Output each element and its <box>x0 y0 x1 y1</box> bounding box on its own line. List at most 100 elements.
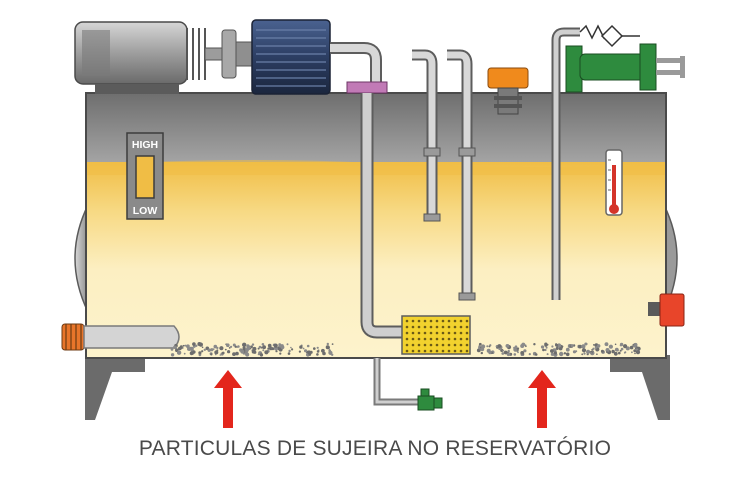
pump-icon <box>235 19 331 95</box>
strainer-hole <box>417 337 421 341</box>
dirt-particle <box>280 345 285 350</box>
dirt-particle <box>540 345 545 349</box>
dirt-particle <box>244 352 248 355</box>
dirt-particle <box>514 345 518 349</box>
dirt-particle <box>581 353 584 356</box>
dirt-particle <box>316 346 319 349</box>
strainer-hole <box>423 349 427 353</box>
return-pipe-2 <box>447 49 476 301</box>
strainer-hole <box>411 349 415 353</box>
suction-strainer <box>401 315 471 355</box>
dirt-particle <box>584 342 588 346</box>
dirt-particle <box>183 352 186 355</box>
strainer-hole <box>417 325 421 329</box>
dirt-particle <box>520 344 525 348</box>
dirt-particle <box>606 351 608 353</box>
dirt-particle <box>247 347 251 351</box>
dirt-particle <box>331 343 334 345</box>
dirt-particle <box>207 348 211 352</box>
dirt-particle <box>557 343 562 348</box>
strainer-hole <box>411 325 415 329</box>
dirt-particle <box>581 348 587 353</box>
dirt-particle <box>298 350 301 353</box>
dirt-particle <box>210 353 213 356</box>
strainer-hole <box>459 325 463 329</box>
dirt-particle <box>608 344 614 349</box>
dirt-particle <box>251 343 255 346</box>
dirt-particle <box>192 342 196 346</box>
dirt-particle <box>502 349 505 352</box>
dirt-particle <box>614 343 617 346</box>
dirt-particle <box>631 351 633 354</box>
strainer-hole <box>435 325 439 329</box>
dirt-particle <box>264 350 269 355</box>
heater-icon <box>61 323 180 351</box>
dirt-particle <box>503 350 508 355</box>
dirt-particle <box>257 347 260 350</box>
strainer-hole <box>435 319 439 323</box>
strainer-hole <box>441 349 445 353</box>
strainer-hole <box>435 349 439 353</box>
dirt-particle <box>216 346 219 350</box>
dirt-particle <box>575 350 578 353</box>
dirt-particle <box>308 353 312 356</box>
dirt-particle <box>170 348 174 351</box>
dirt-particle <box>505 344 510 348</box>
strainer-hole <box>447 337 451 341</box>
dirt-particle <box>481 344 486 349</box>
dirt-particle <box>184 344 187 347</box>
suction-pipe <box>330 42 404 339</box>
strainer-hole <box>453 331 457 335</box>
strainer-hole <box>405 337 409 341</box>
strainer-hole <box>459 337 463 341</box>
caption: PARTICULAS DE SUJEIRA NO RESERVATÓRIO <box>138 437 612 460</box>
dirt-particle <box>242 342 247 347</box>
dirt-particle <box>197 342 202 346</box>
dirt-particle <box>278 343 281 345</box>
dirt-particle <box>203 348 206 351</box>
dirt-particle <box>578 344 582 349</box>
dirt-particle <box>497 344 502 348</box>
dirt-particle <box>262 345 266 350</box>
strainer-hole <box>417 331 421 335</box>
dirt-particle <box>565 352 570 357</box>
dirt-particle <box>286 343 289 346</box>
tank-feet <box>85 355 670 420</box>
side-port-icon <box>648 293 685 327</box>
dirt-particle <box>542 348 545 352</box>
dirt-particle <box>227 350 231 354</box>
strainer-hole <box>459 319 463 323</box>
dirt-particle <box>325 345 330 350</box>
dirt-particle <box>596 344 601 348</box>
dirt-particle <box>596 353 598 356</box>
dirt-particle <box>523 349 527 353</box>
electric-motor-icon <box>74 21 237 94</box>
dirt-particle <box>273 343 278 348</box>
dirt-particle <box>267 348 269 350</box>
dirt-particle <box>275 350 278 353</box>
strainer-hole <box>447 319 451 323</box>
dirt-particle <box>288 349 291 353</box>
dirt-particle <box>279 352 282 355</box>
dirt-particle <box>550 352 555 356</box>
dirt-particle <box>590 352 592 354</box>
dirt-particle <box>182 344 185 347</box>
dirt-particle <box>559 351 564 357</box>
dirt-particle <box>605 348 610 352</box>
return-filter-icon <box>551 24 685 300</box>
dirt-particle <box>219 346 224 351</box>
dirt-particle <box>198 351 202 355</box>
strainer-hole <box>465 349 469 353</box>
dirt-particle <box>304 349 308 353</box>
dirt-particle <box>635 350 641 355</box>
strainer-hole <box>459 349 463 353</box>
drain-valve-icon <box>373 358 443 411</box>
dirt-particle <box>563 352 567 355</box>
dirt-particle <box>634 352 636 355</box>
dirt-particle <box>240 349 245 354</box>
strainer-hole <box>447 343 451 347</box>
strainer-hole <box>405 331 409 335</box>
strainer-hole <box>405 343 409 347</box>
dirt-particle <box>555 347 559 350</box>
dirt-particle <box>307 350 311 355</box>
